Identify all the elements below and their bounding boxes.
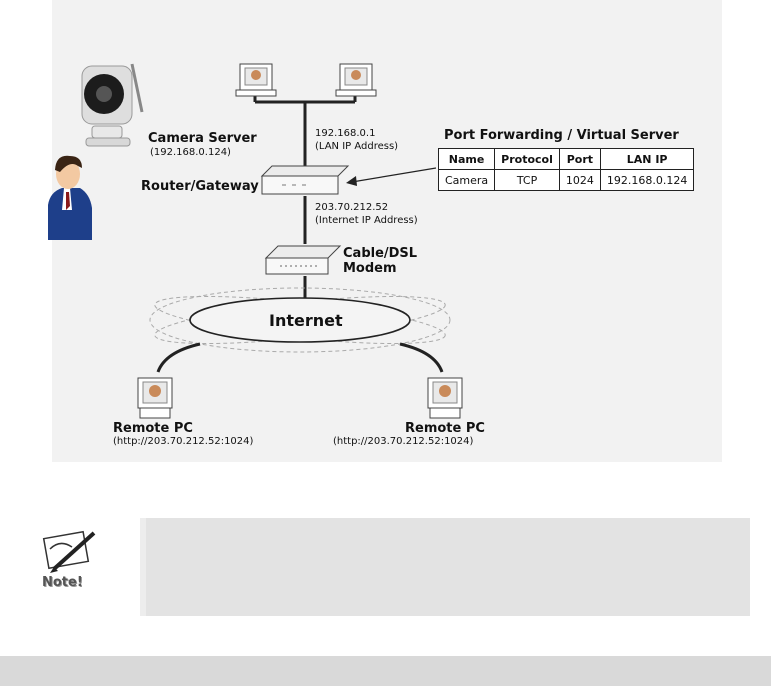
port-forwarding-table: Name Protocol Port LAN IP Camera TCP 102… [437, 148, 695, 191]
cable-dsl-modem-icon [264, 245, 342, 275]
user-person-icon [48, 155, 92, 240]
footer-bar [0, 656, 771, 686]
network-diagram [48, 63, 463, 419]
table-header-cell: Port [558, 148, 601, 170]
table-cell-protocol: TCP [494, 169, 560, 191]
note-icon-label: Note! [42, 575, 83, 590]
table-header-cell: Protocol [494, 148, 560, 170]
internet-to-remote-left-line [156, 342, 201, 373]
wan-ip-caption: (Internet IP Address) [315, 215, 418, 226]
router-gateway-label: Router/Gateway [141, 179, 259, 194]
internet-cloud-icon [149, 287, 451, 353]
table-cell-port: 1024 [558, 169, 601, 191]
modem-label-line2: Modem [343, 261, 397, 276]
forwarding-arrow [351, 167, 437, 183]
camera-server-label: Camera Server [148, 131, 257, 146]
lan-ip-value: 192.168.0.1 [315, 128, 376, 139]
camera-server-ip: (192.168.0.124) [150, 147, 231, 158]
forwarding-arrowhead [346, 176, 357, 186]
lan-pc-icon-1 [235, 63, 277, 97]
remote-pc-right-icon [427, 377, 463, 419]
note-pencil-icon [42, 530, 96, 573]
note-icon: Note! [28, 527, 110, 597]
lan-ip-caption: (LAN IP Address) [315, 141, 399, 152]
lan-pc-icon-2 [335, 63, 377, 97]
router-gateway-icon [260, 165, 350, 195]
remote-pc-left-label: Remote PC [113, 421, 193, 436]
port-forwarding-title: Port Forwarding / Virtual Server [444, 128, 679, 143]
remote-pc-right-url: (http://203.70.212.52:1024) [333, 436, 474, 447]
ip-camera-icon [81, 63, 144, 147]
table-header-cell: LAN IP [599, 148, 695, 170]
table-cell-lan-ip: 192.168.0.124 [599, 169, 695, 191]
remote-pc-right-label: Remote PC [405, 421, 485, 436]
table-header-row: Name Protocol Port LAN IP [437, 148, 695, 170]
modem-label-line1: Cable/DSL [343, 246, 418, 261]
table-cell-name: Camera [437, 169, 496, 191]
wan-ip-value: 203.70.212.52 [315, 202, 389, 213]
internet-label: Internet [269, 311, 343, 330]
internet-to-remote-right-line [399, 342, 444, 373]
remote-pc-left-icon [137, 377, 173, 419]
table-row: Camera TCP 1024 192.168.0.124 [437, 169, 695, 191]
table-header-cell: Name [437, 148, 496, 170]
note-box [140, 518, 750, 616]
remote-pc-left-url: (http://203.70.212.52:1024) [113, 436, 254, 447]
